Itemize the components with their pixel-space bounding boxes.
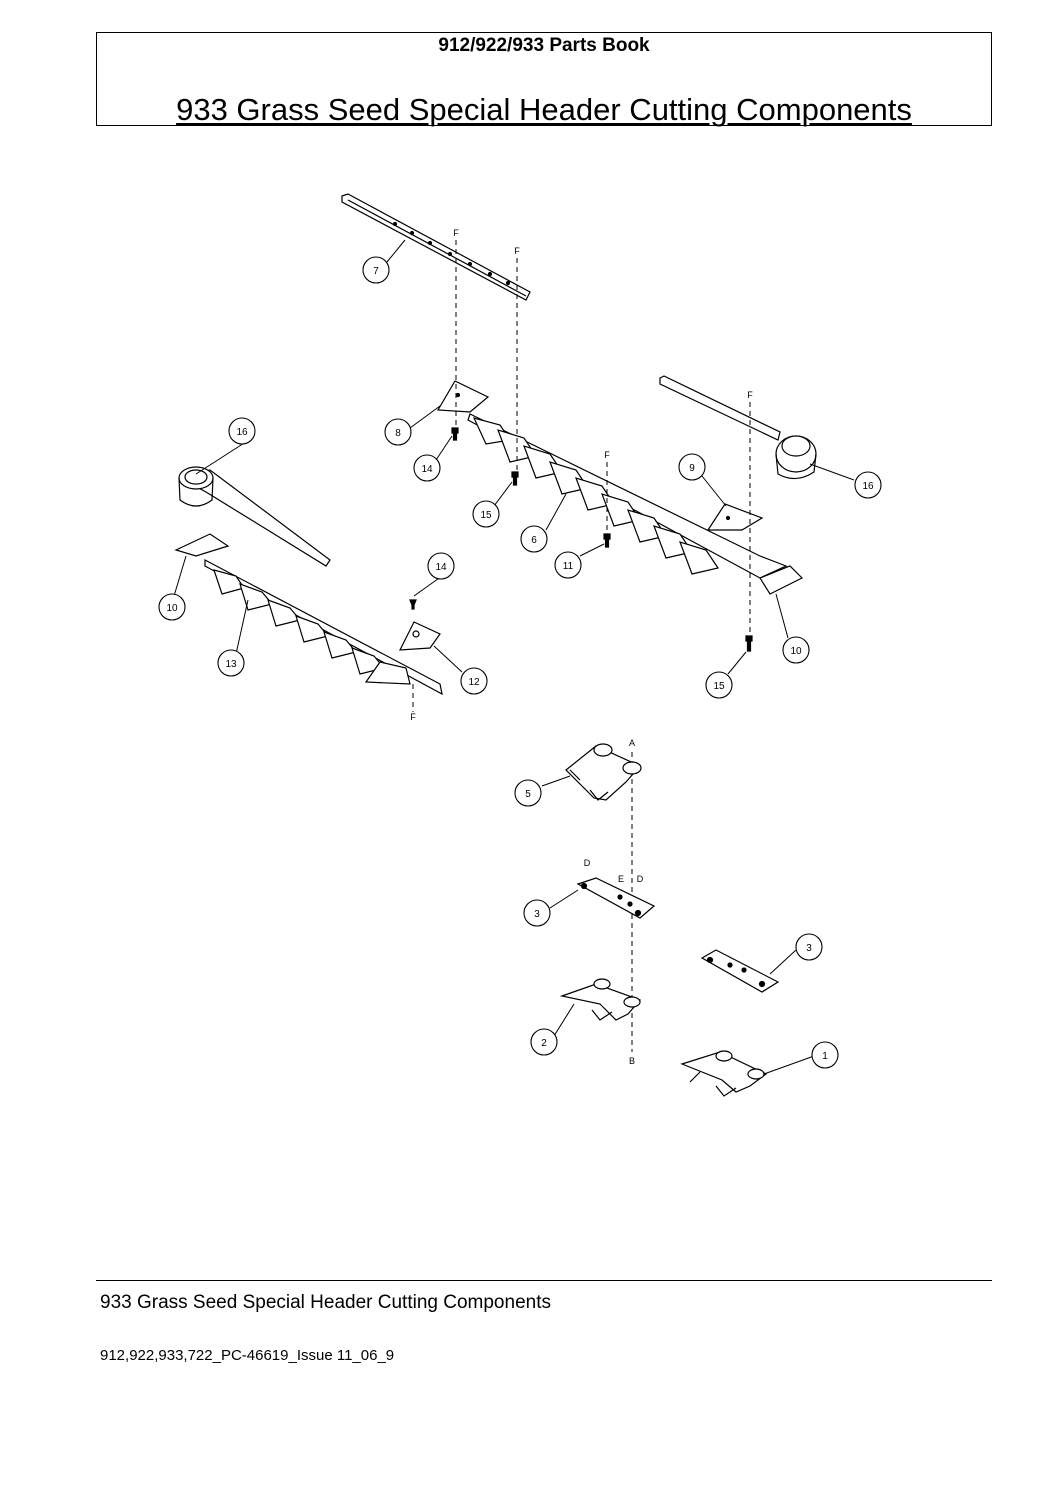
knife-section-12 (398, 621, 441, 651)
drive-arm-left (178, 466, 331, 567)
callout-circles (158, 256, 882, 1069)
ref-letter-d2: D (637, 874, 644, 884)
knife-assembly-left (204, 559, 443, 696)
callout-3b: 3 (806, 943, 812, 954)
plate-3-right (700, 949, 780, 993)
callout-15b: 15 (713, 681, 725, 692)
exploded-parts-diagram: 7 8 14 15 16 9 6 11 16 10 14 12 13 10 15… (158, 193, 882, 1097)
ref-letter-a: A (629, 738, 635, 748)
ref-letter-f2: F (514, 246, 520, 256)
footer-rule (96, 1280, 992, 1281)
callout-13: 13 (225, 659, 237, 670)
callout-8: 8 (395, 428, 401, 439)
callout-15: 15 (480, 510, 492, 521)
page-title: 933 Grass Seed Special Header Cutting Co… (176, 92, 912, 127)
callout-9: 9 (689, 463, 695, 474)
knife-back-bar (341, 193, 531, 301)
ref-letter-f3: F (604, 450, 610, 460)
ref-letter-b: B (629, 1056, 635, 1066)
knife-section-9 (706, 503, 764, 531)
callout-1: 1 (822, 1051, 828, 1062)
bolt-hardware (409, 427, 753, 652)
callout-10b: 10 (790, 646, 802, 657)
ref-letter-e: E (618, 874, 624, 884)
callout-6: 6 (531, 535, 537, 546)
plate-3-center (576, 877, 656, 919)
leader-lines (173, 239, 855, 1075)
callout-16b: 16 (862, 481, 874, 492)
footer-title: 933 Grass Seed Special Header Cutting Co… (100, 1292, 551, 1313)
callout-2: 2 (541, 1038, 547, 1049)
callout-12: 12 (468, 677, 480, 688)
callout-3: 3 (534, 909, 540, 920)
alignment-lines (412, 240, 751, 1052)
knife-assembly-right (467, 413, 804, 595)
knife-section-10-left (174, 533, 230, 557)
callout-7: 7 (373, 266, 379, 277)
callout-14: 14 (421, 464, 433, 475)
knife-section-8 (436, 380, 490, 413)
ref-letter-f4: F (747, 390, 753, 400)
knife-head-5 (565, 743, 642, 801)
knife-guard-2 (559, 978, 642, 1021)
callout-5: 5 (525, 789, 531, 800)
footer-doc-code: 912,922,933,722_PC-46619_Issue 11_06_9 (100, 1347, 395, 1364)
ref-letter-f5: F (410, 712, 416, 722)
callout-11: 11 (563, 561, 574, 572)
header-box: 912/922/933 Parts Book 933 Grass Seed Sp… (96, 32, 992, 127)
knife-guard-1 (680, 1050, 768, 1097)
callout-10: 10 (166, 603, 178, 614)
callout-16: 16 (236, 427, 248, 438)
ref-letter-d1: D (584, 858, 591, 868)
callout-14b: 14 (435, 562, 447, 573)
book-title: 912/922/933 Parts Book (438, 35, 650, 56)
ref-letter-f1: F (453, 228, 459, 238)
